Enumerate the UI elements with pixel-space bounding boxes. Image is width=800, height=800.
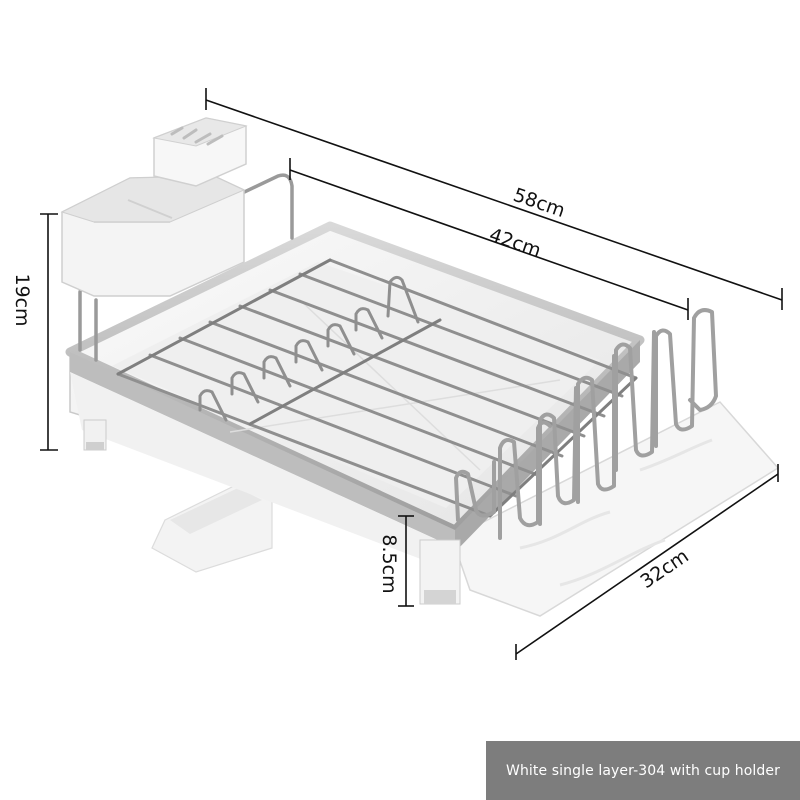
dim-label-foot-height: 8.5cm — [378, 534, 400, 593]
caption-text: White single layer-304 with cup holder — [506, 762, 780, 779]
caption-bar: White single layer-304 with cup holder — [486, 741, 800, 800]
dimension-lines — [40, 88, 783, 660]
utensil-holder — [60, 117, 248, 297]
tray-feet — [83, 419, 461, 605]
dim-label-height: 19cm — [11, 273, 33, 326]
dim-label-inner-length: 42cm — [486, 224, 543, 262]
drain-spout — [151, 483, 273, 573]
cup-holder-dividers — [454, 308, 718, 540]
steel-rack — [116, 258, 638, 518]
